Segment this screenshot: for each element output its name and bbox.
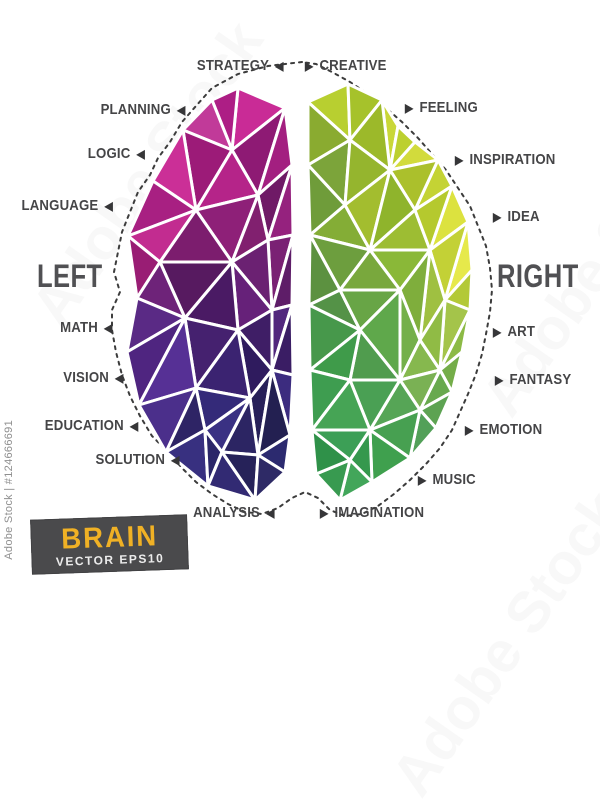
left-arrow-icon: ◀ xyxy=(114,371,123,385)
label-text: IDEA xyxy=(507,208,540,225)
label-text: EMOTION xyxy=(479,421,543,438)
left-arrow-icon: ◀ xyxy=(176,103,185,117)
label-inspiration: ▶ INSPIRATION xyxy=(455,149,555,171)
label-fantasy: ▶ FANTASY xyxy=(495,369,571,391)
label-art: ▶ ART xyxy=(493,321,535,343)
stock-image-preview: Adobe Stock Adobe Stock Adobe Stock Adob… xyxy=(3,55,579,575)
right-arrow-icon: ▶ xyxy=(305,59,314,73)
label-text: FEELING xyxy=(419,99,478,116)
brain-dashed-outline xyxy=(111,60,494,518)
stock-credit-text: Adobe Stock | #124666691 xyxy=(3,420,15,560)
right-arrow-icon: ▶ xyxy=(455,153,464,167)
label-music: ▶ MUSIC xyxy=(418,469,476,491)
left-arrow-icon: ◀ xyxy=(275,59,284,73)
right-hemisphere-title: RIGHT xyxy=(497,258,579,294)
left-arrow-icon: ◀ xyxy=(129,419,138,433)
label-planning: PLANNING ◀ xyxy=(100,99,185,121)
brain-left-hemisphere xyxy=(125,86,295,502)
label-text: IMAGINATION xyxy=(334,504,425,521)
label-text: ART xyxy=(507,323,536,340)
label-math: MATH ◀ xyxy=(60,317,112,339)
label-imagination: ▶ IMAGINATION xyxy=(320,502,424,524)
right-arrow-icon: ▶ xyxy=(493,325,502,339)
brain-triangle xyxy=(253,453,287,502)
label-text: MUSIC xyxy=(432,471,476,488)
label-text: MATH xyxy=(59,319,98,336)
left-arrow-icon: ◀ xyxy=(171,453,180,467)
label-emotion: ▶ EMOTION xyxy=(465,419,542,441)
label-text: ANALYSIS xyxy=(193,504,261,521)
right-arrow-icon: ▶ xyxy=(320,506,329,520)
right-arrow-icon: ▶ xyxy=(465,423,474,437)
left-arrow-icon: ◀ xyxy=(266,506,275,520)
right-arrow-icon: ▶ xyxy=(418,473,427,487)
label-text: INSPIRATION xyxy=(469,151,556,168)
label-feeling: ▶ FEELING xyxy=(405,97,478,119)
label-language: LANGUAGE ◀ xyxy=(22,195,113,217)
label-text: VISION xyxy=(62,369,109,386)
badge-title: BRAIN xyxy=(60,519,159,556)
label-solution: SOLUTION ◀ xyxy=(96,449,180,471)
label-education: EDUCATION ◀ xyxy=(44,415,138,437)
label-text: CREATIVE xyxy=(319,57,387,74)
label-idea: ▶ IDEA xyxy=(493,206,540,228)
right-arrow-icon: ▶ xyxy=(493,210,502,224)
label-creative: ▶ CREATIVE xyxy=(305,55,387,77)
brain-right-hemisphere xyxy=(306,82,474,502)
label-text: LANGUAGE xyxy=(21,197,99,214)
label-vision: VISION ◀ xyxy=(63,367,123,389)
label-text: EDUCATION xyxy=(44,417,124,434)
right-arrow-icon: ▶ xyxy=(405,101,414,115)
label-logic: LOGIC ◀ xyxy=(88,143,145,165)
label-analysis: ANALYSIS ◀ xyxy=(194,502,275,524)
left-hemisphere-title: LEFT xyxy=(37,258,103,294)
brain-triangle xyxy=(310,428,352,476)
brain-triangle xyxy=(418,298,447,372)
label-text: SOLUTION xyxy=(95,451,166,468)
title-badge: BRAIN VECTOR EPS10 xyxy=(30,514,189,575)
label-text: PLANNING xyxy=(100,101,171,118)
left-arrow-icon: ◀ xyxy=(104,199,113,213)
label-strategy: STRATEGY ◀ xyxy=(197,55,284,77)
label-text: LOGIC xyxy=(87,145,131,162)
left-arrow-icon: ◀ xyxy=(103,321,112,335)
brain-illustration xyxy=(111,60,494,518)
brain-triangle xyxy=(413,184,454,252)
label-text: STRATEGY xyxy=(197,57,270,74)
left-arrow-icon: ◀ xyxy=(136,147,145,161)
label-text: FANTASY xyxy=(509,371,572,388)
right-arrow-icon: ▶ xyxy=(495,373,504,387)
